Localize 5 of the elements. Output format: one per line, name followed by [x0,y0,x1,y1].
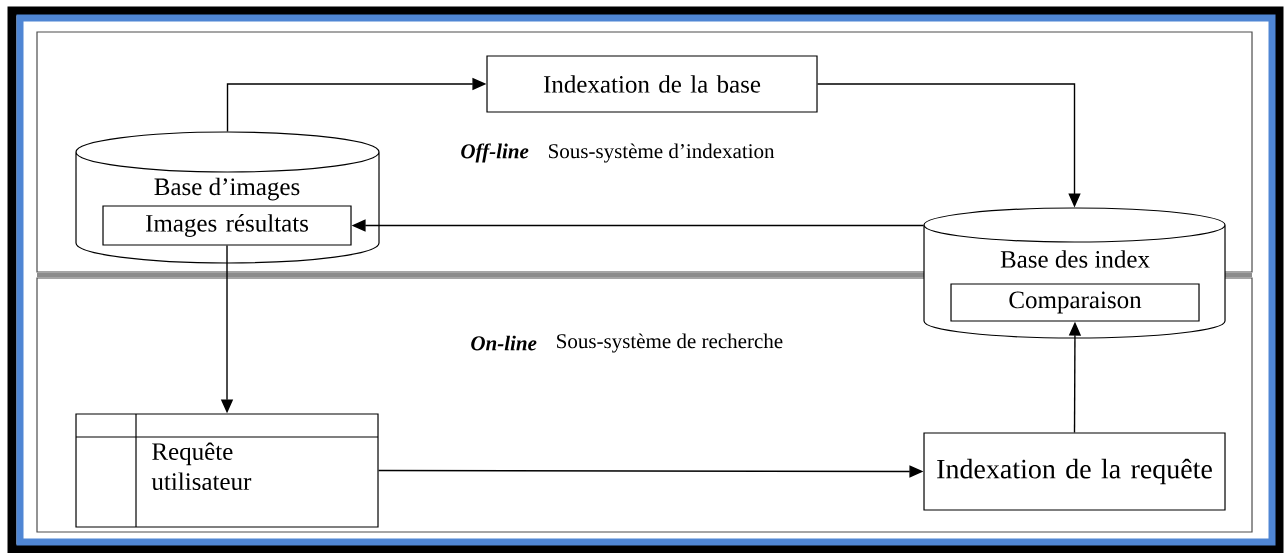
process-box: Indexation de la requête [923,432,1226,511]
process-box: Indexation de la base [486,55,818,113]
process-box: Images résultats [102,205,352,246]
process-box: Comparaison [950,283,1200,322]
data-store-box: Requête utilisateur [75,413,379,528]
